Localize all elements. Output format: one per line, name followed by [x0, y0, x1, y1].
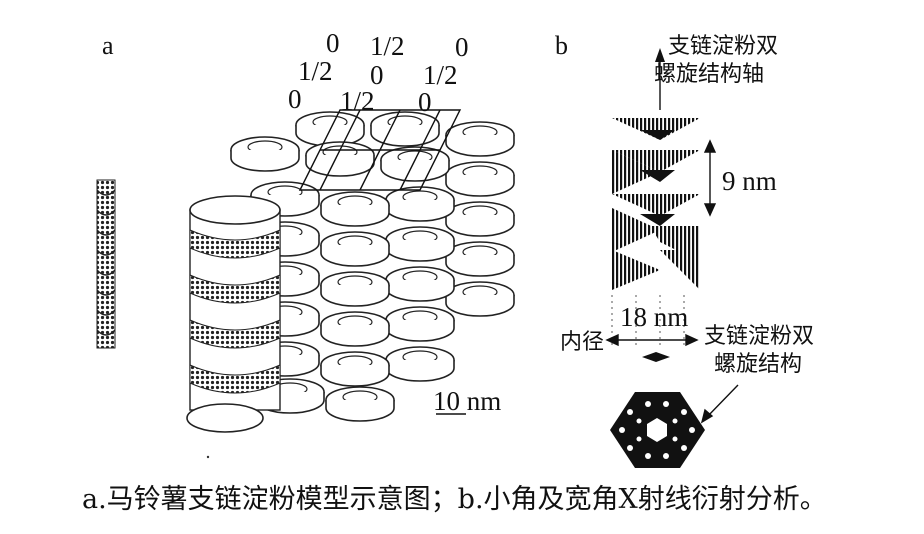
lattice-label-r1-3: 0	[455, 32, 469, 62]
single-double-helix-icon	[96, 179, 116, 349]
lattice-label-r3-2: 1/2	[340, 86, 375, 116]
scale-bar-label: 10 nm	[433, 386, 502, 416]
panel-label-a: a	[102, 31, 114, 60]
lattice-label-r3-3: 0	[418, 87, 432, 117]
helix-axis-label-line1: 支链淀粉双	[668, 34, 779, 59]
structure-pointer-arrow	[700, 384, 739, 424]
helix-axis-label-line2: 螺旋结构轴	[654, 62, 765, 87]
unit-cell-lattice	[298, 109, 462, 191]
structure-label-line1: 支链淀粉双	[704, 324, 815, 349]
period-label: 9 nm	[722, 166, 777, 196]
lattice-label-r3-1: 0	[288, 84, 302, 114]
helix-cross-section	[610, 392, 705, 468]
lattice-label-r1-1: 0	[326, 28, 340, 58]
lattice-label-r2-3: 1/2	[423, 60, 458, 90]
projection-lines	[611, 295, 685, 345]
figure-caption: a.马铃薯支链淀粉模型示意图；b.小角及宽角X射线衍射分析。	[82, 484, 827, 515]
structure-label-line2: 螺旋结构	[714, 352, 803, 377]
amylopectin-helix-block	[186, 109, 515, 433]
period-arrow	[703, 139, 717, 217]
width-arrow	[605, 333, 699, 347]
lattice-label-r2-2: 0	[370, 60, 384, 90]
lattice-label-r2-1: 1/2	[298, 56, 333, 86]
panel-label-b: b	[555, 31, 568, 60]
inner-diameter-label: 内径	[560, 330, 605, 355]
width-label: 18 nm	[620, 302, 689, 332]
inner-diameter-mark	[642, 352, 670, 362]
cutaway-helix-column	[186, 195, 281, 433]
lattice-label-r1-2: 1/2	[370, 31, 405, 61]
stray-dot	[206, 455, 210, 459]
lamellae-side-view	[612, 48, 700, 290]
